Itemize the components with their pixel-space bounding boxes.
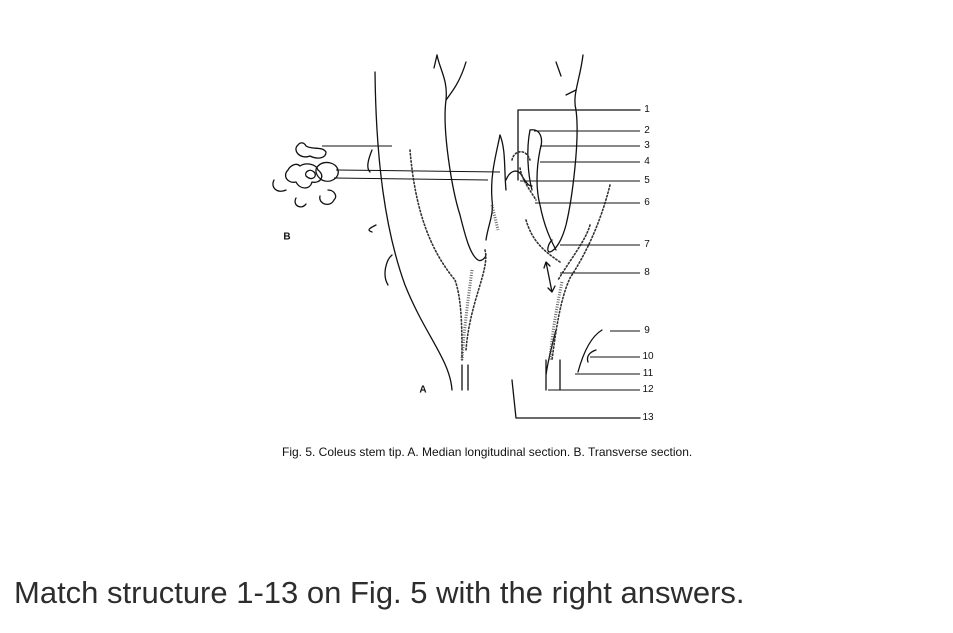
- axillary-bud: [577, 329, 603, 373]
- label-5: 5: [644, 175, 650, 186]
- label-4: 4: [644, 156, 650, 167]
- transverse-section: [295, 142, 327, 159]
- label-12: 12: [642, 384, 654, 395]
- shoot-apex: [505, 170, 533, 187]
- figure-caption: Fig. 5. Coleus stem tip. A. Median longi…: [282, 445, 693, 459]
- label-3: 3: [644, 140, 650, 151]
- left-leaf-primordium: [485, 134, 501, 241]
- right-leaf-outline: [547, 54, 584, 253]
- label-7: 7: [644, 239, 650, 250]
- left-stem-outline: [374, 71, 453, 391]
- label-13: 13: [642, 412, 654, 423]
- label-1: 1: [644, 104, 650, 115]
- left-leaf-outline: [436, 54, 487, 262]
- panel-label-a: A: [419, 384, 427, 396]
- right-leaf-primordium: [529, 129, 557, 251]
- figure-5: 1 2 3 4 5 6 7 8 9 10 11 12 13 A B Fig. 5…: [272, 54, 693, 459]
- coleus-stem-tip-drawing: [272, 54, 641, 419]
- label-8: 8: [644, 267, 650, 278]
- label-6: 6: [644, 197, 650, 208]
- panel-label-b: B: [283, 231, 291, 243]
- question-text: Match structure 1-13 on Fig. 5 with the …: [14, 575, 745, 610]
- label-10: 10: [642, 351, 654, 362]
- label-9: 9: [644, 325, 650, 336]
- label-2: 2: [644, 125, 650, 136]
- label-11: 11: [642, 368, 654, 379]
